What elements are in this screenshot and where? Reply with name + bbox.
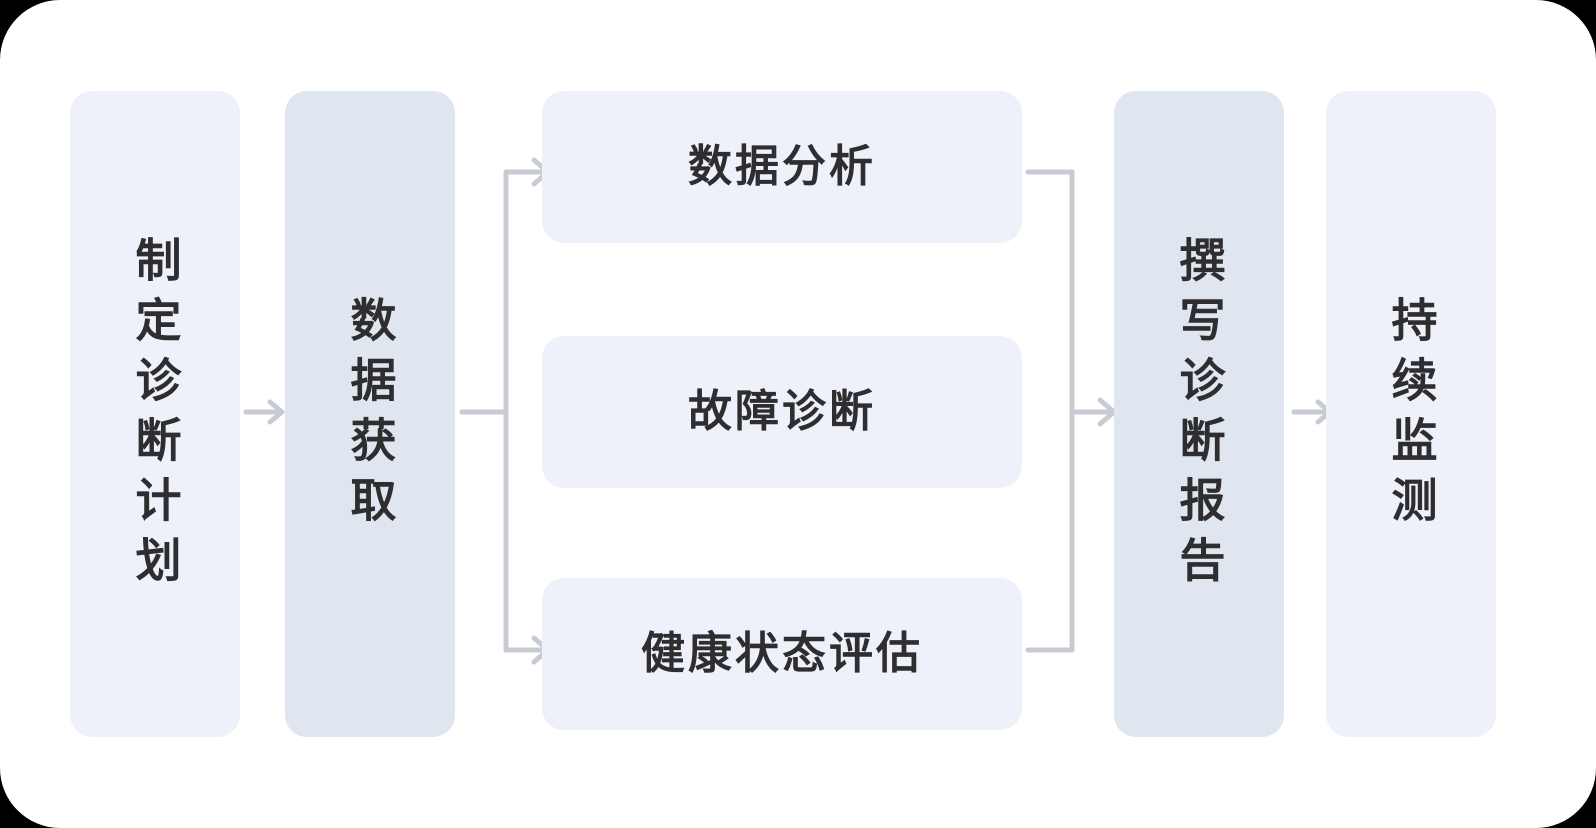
node-data-analysis[interactable]: 数据分析 <box>542 91 1022 243</box>
node-health-assessment[interactable]: 健康状态评估 <box>542 578 1022 730</box>
node-data-acquisition[interactable]: 数据获取 <box>285 91 455 737</box>
node-write-report[interactable]: 撰写诊断报告 <box>1114 91 1284 737</box>
node-fault-diagnosis[interactable]: 故障诊断 <box>542 336 1022 488</box>
node-continuous-monitoring[interactable]: 持续监测 <box>1326 91 1496 737</box>
node-plan[interactable]: 制定诊断计划 <box>70 91 240 737</box>
